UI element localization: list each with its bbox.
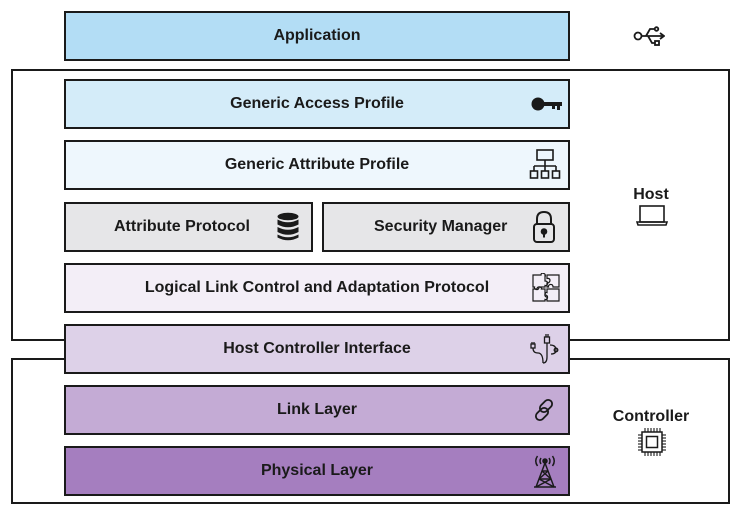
attribute-protocol-layer: Attribute Protocol (64, 202, 313, 252)
usb-icon (633, 26, 665, 46)
host-label-block: Host (611, 186, 691, 204)
controller-label: Controller (612, 408, 690, 425)
generic-access-profile-label: Generic Access Profile (230, 95, 404, 112)
security-manager-label: Security Manager (374, 218, 508, 235)
application-label: Application (273, 27, 361, 44)
l2cap-layer: Logical Link Control and Adaptation Prot… (64, 263, 570, 313)
radio-tower-icon (534, 455, 556, 488)
controller-label-block: Controller (600, 408, 702, 426)
cable-plug-icon (530, 334, 559, 364)
host-label: Host (633, 186, 669, 203)
key-icon (531, 97, 562, 111)
chain-link-icon (534, 398, 554, 422)
l2cap-label: Logical Link Control and Adaptation Prot… (144, 279, 490, 296)
link-layer-label: Link Layer (276, 401, 358, 418)
physical-layer: Physical Layer (64, 446, 570, 496)
hierarchy-icon (529, 149, 561, 179)
puzzle-icon (532, 273, 560, 302)
generic-access-profile-layer: Generic Access Profile (64, 79, 570, 129)
host-controller-interface-label: Host Controller Interface (223, 340, 411, 357)
physical-layer-label: Physical Layer (260, 462, 374, 479)
generic-attribute-profile-label: Generic Attribute Profile (224, 156, 410, 173)
chip-icon (638, 428, 666, 456)
host-controller-interface-layer: Host Controller Interface (64, 324, 570, 374)
application-layer: Application (64, 11, 570, 61)
database-icon (277, 212, 299, 241)
attribute-protocol-label: Attribute Protocol (114, 218, 250, 235)
laptop-icon (636, 205, 668, 226)
generic-attribute-profile-layer: Generic Attribute Profile (64, 140, 570, 190)
security-manager-layer: Security Manager (322, 202, 570, 252)
padlock-icon (533, 210, 555, 243)
link-layer: Link Layer (64, 385, 570, 435)
